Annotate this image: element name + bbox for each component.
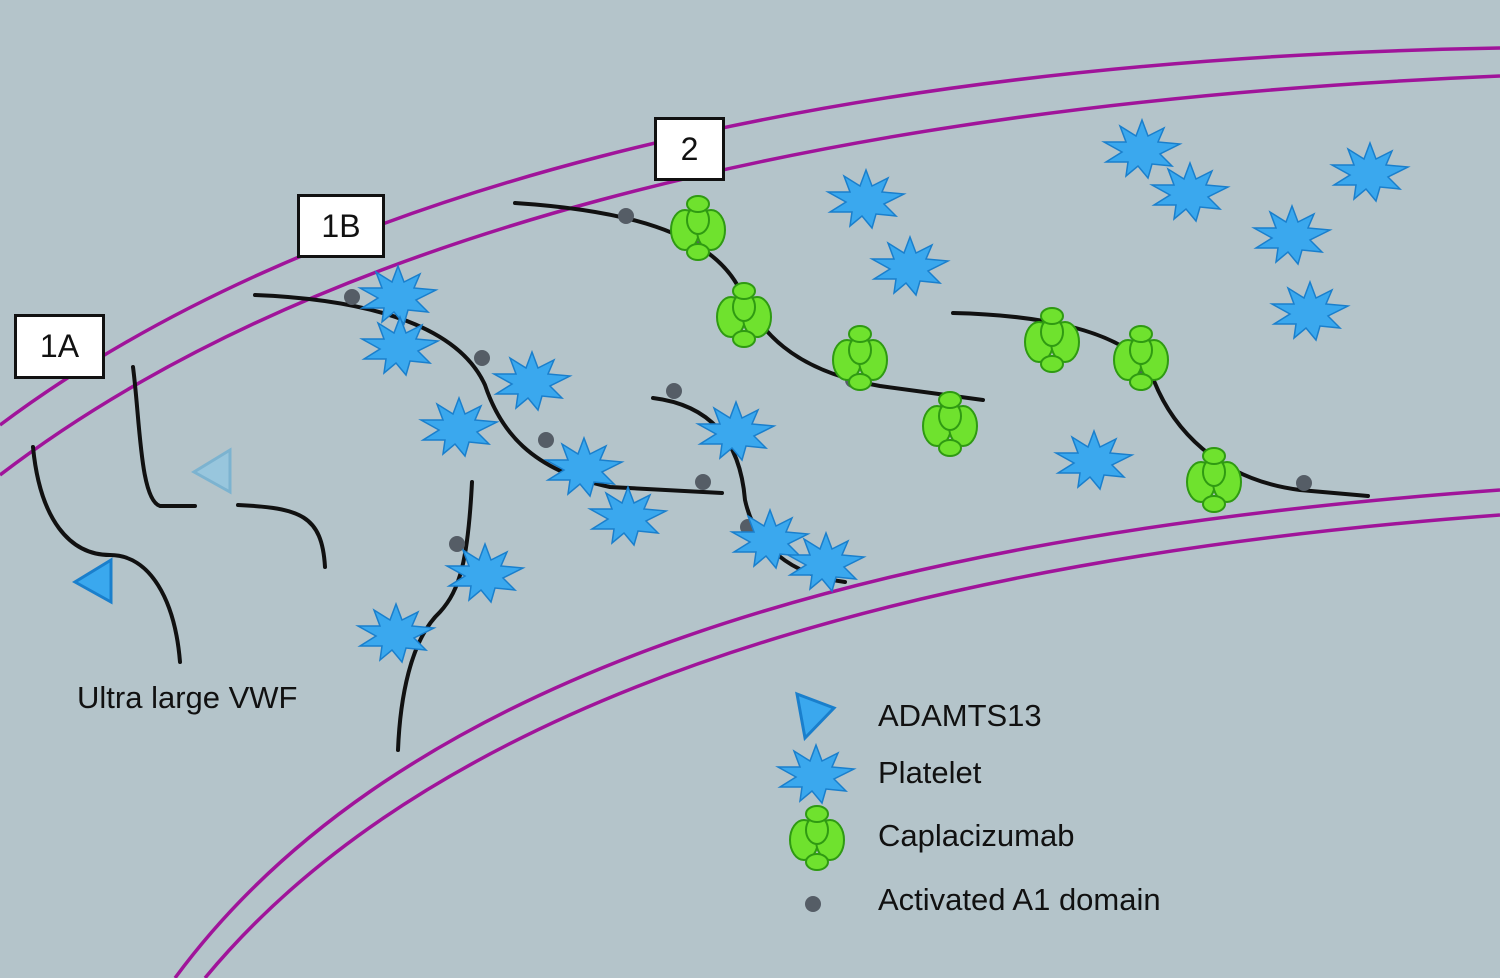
legend-a1-domain-label: Activated A1 domain [878, 882, 1161, 917]
legend-caplacizumab-label: Caplacizumab [878, 818, 1075, 853]
adamts13-icon [72, 557, 113, 605]
legend-platelet-icon [777, 744, 855, 804]
caplacizumab-molecules [670, 195, 1242, 513]
step-2-label: 2 [654, 117, 725, 181]
legend-a1-domain-icon [805, 896, 821, 912]
ultra-large-vwf-label: Ultra large VWF [77, 680, 298, 715]
legend-platelet-label: Platelet [878, 755, 982, 790]
step-1a-label: 1A [14, 314, 105, 379]
vessel-wall-upper [0, 46, 1500, 477]
step-1b-label: 1B [297, 194, 385, 258]
vessel-wall-lower [173, 488, 1500, 978]
adamts13-icon [191, 447, 232, 495]
legend-adamts13-icon [795, 691, 837, 742]
a1-domains [344, 208, 1312, 552]
legend-caplacizumab-icon [789, 805, 845, 871]
legend-adamts13-label: ADAMTS13 [878, 698, 1042, 733]
